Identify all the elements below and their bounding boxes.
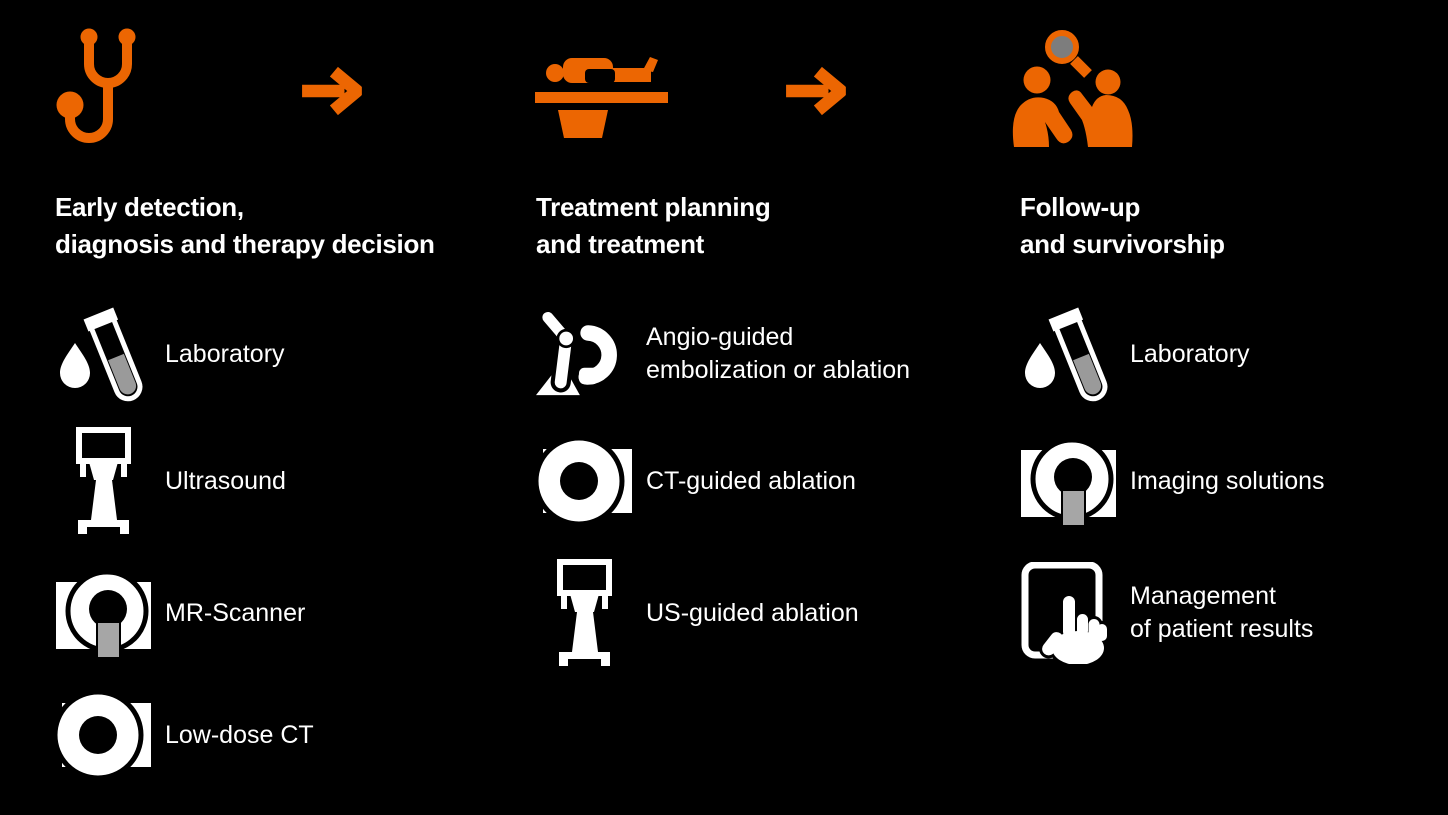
- tablet-touch-icon: [1021, 562, 1116, 664]
- item-label: MR-Scanner: [165, 598, 306, 627]
- column-title-line: and treatment: [536, 229, 705, 259]
- item-label: CT-guided ablation: [646, 466, 856, 495]
- angiography-c-arm-icon: [536, 307, 632, 402]
- list-item-management-of-patient-results: Management of patient results: [1020, 557, 1313, 669]
- list-item-low-dose-ct: Low-dose CT: [55, 679, 314, 791]
- column-title: Follow-up and survivorship: [1020, 189, 1225, 263]
- list-item-laboratory: Laboratory: [55, 298, 285, 410]
- column-treatment-planning: Treatment planning and treatment Angio-g…: [536, 0, 1016, 815]
- laboratory-test-tube-icon: [57, 307, 149, 402]
- column-title-line: Treatment planning: [536, 192, 771, 222]
- mr-scanner-icon: [56, 569, 151, 657]
- list-item-imaging-solutions: Imaging solutions: [1020, 425, 1325, 537]
- list-item-laboratory: Laboratory: [1020, 298, 1250, 410]
- list-item-ct-guided-ablation: CT-guided ablation: [536, 425, 856, 537]
- item-label: Laboratory: [165, 339, 285, 368]
- column-follow-up: Follow-up and survivorship Laboratory Im…: [1020, 0, 1448, 815]
- column-early-detection: Early detection, diagnosis and therapy d…: [55, 0, 535, 815]
- ct-scanner-icon: [55, 690, 151, 780]
- column-title-line: Early detection,: [55, 192, 244, 222]
- item-label: Angio-guided embolization or ablation: [646, 323, 911, 384]
- item-label: US-guided ablation: [646, 598, 859, 627]
- item-label: Management of patient results: [1130, 582, 1314, 643]
- column-title-line: Follow-up: [1020, 192, 1141, 222]
- ct-scanner-icon: [536, 436, 632, 526]
- column-title-line: diagnosis and therapy decision: [55, 229, 435, 259]
- column-title: Treatment planning and treatment: [536, 189, 771, 263]
- ultrasound-machine-icon: [76, 427, 131, 535]
- item-label: Imaging solutions: [1130, 466, 1325, 495]
- mr-scanner-icon: [1021, 437, 1116, 525]
- column-title-line: and survivorship: [1020, 229, 1225, 259]
- laboratory-test-tube-icon: [1022, 307, 1114, 402]
- list-item-angio-guided: Angio-guided embolization or ablation: [536, 298, 910, 410]
- item-label: Low-dose CT: [165, 720, 314, 749]
- list-item-mr-scanner: MR-Scanner: [55, 557, 305, 669]
- item-label: Ultrasound: [165, 466, 286, 495]
- list-item-ultrasound: Ultrasound: [55, 425, 286, 537]
- list-item-us-guided-ablation: US-guided ablation: [536, 557, 859, 669]
- ultrasound-machine-icon: [557, 559, 612, 667]
- column-title: Early detection, diagnosis and therapy d…: [55, 189, 435, 263]
- item-label: Laboratory: [1130, 339, 1250, 368]
